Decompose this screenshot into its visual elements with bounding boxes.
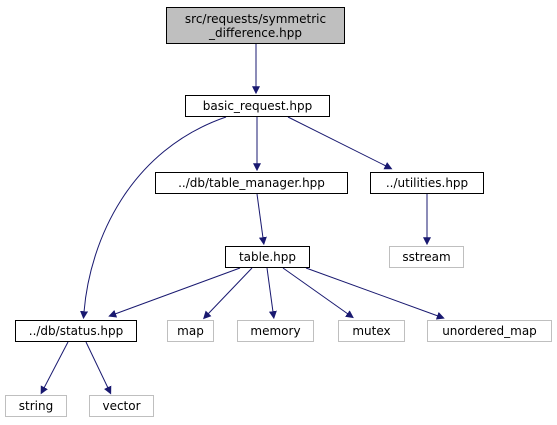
edge-table-to-map: [203, 267, 253, 320]
edge-basic-request-to-status: [80, 116, 227, 320]
node-status[interactable]: ../db/status.hpp: [15, 320, 137, 342]
node-root-label-line1: src/requests/symmetric: [184, 11, 327, 26]
node-unordered-map: unordered_map: [427, 320, 552, 342]
edge-status-to-vector: [85, 341, 112, 395]
node-map: map: [167, 320, 214, 342]
edge-table-to-memory: [266, 267, 277, 320]
node-basic-request[interactable]: basic_request.hpp: [185, 95, 330, 117]
node-root-symmetric-difference[interactable]: src/requests/symmetric _difference.hpp: [166, 7, 345, 44]
node-sstream: sstream: [389, 246, 464, 268]
edge-table-to-status: [108, 267, 241, 318]
node-vector: vector: [89, 395, 154, 417]
edge-table-manager-to-table: [256, 193, 267, 246]
node-memory: memory: [237, 320, 314, 342]
node-utilities[interactable]: ../utilities.hpp: [370, 172, 484, 194]
edge-table-to-unordered-map: [305, 267, 445, 320]
node-table-manager[interactable]: ../db/table_manager.hpp: [155, 172, 348, 194]
node-root-label-line2: _difference.hpp: [209, 25, 302, 40]
node-string: string: [5, 395, 67, 417]
node-mutex: mutex: [338, 320, 405, 342]
edge-table-to-mutex: [282, 267, 354, 319]
edge-basic-request-to-utilities: [287, 116, 393, 170]
node-table[interactable]: table.hpp: [225, 246, 310, 268]
edge-status-to-string: [40, 341, 69, 395]
